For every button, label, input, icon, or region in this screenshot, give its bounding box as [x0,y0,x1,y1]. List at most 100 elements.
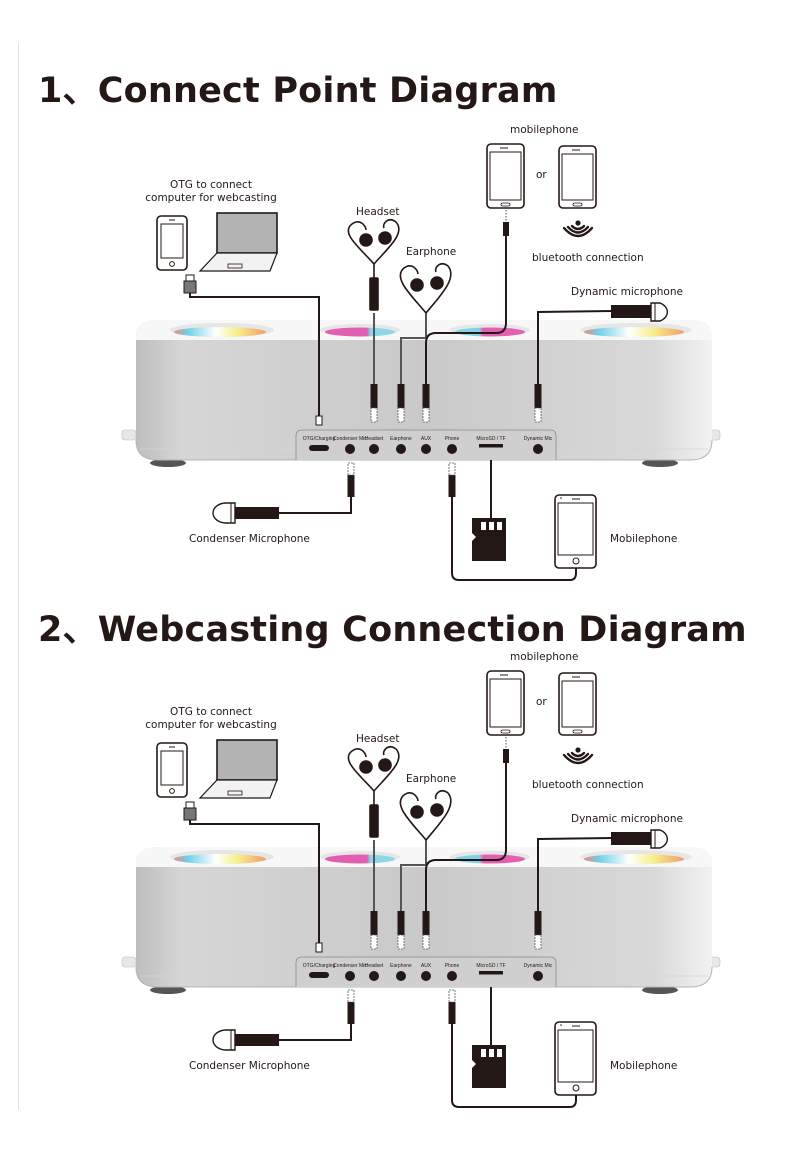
microsd-card-icon [472,518,506,561]
bluetooth-label: bluetooth connection [532,252,644,264]
section-title-connect-point: 1、Connect Point Diagram [38,71,558,111]
earphone-icon [399,263,452,314]
audio-jack-port [396,444,406,454]
audio-jack-port [369,444,379,454]
smartphone-icon [156,742,188,798]
led-ring-3 [450,324,530,337]
jack-plug [534,911,542,950]
jack-plug [422,384,430,423]
smartphone-icon [486,143,525,209]
earphone-label: Earphone [406,246,457,258]
otg-label-line1: OTG to connect [170,179,252,191]
smartphone-icon [558,145,597,209]
left-margin-rule [18,43,19,1110]
audio-jack-port [447,444,457,454]
laptop-icon [198,212,278,272]
audio-jack-port [421,971,431,981]
usb-c-port [309,972,329,978]
microphone-icon [611,829,669,849]
usb-plug-icon [183,801,197,821]
jack-plug [448,462,456,497]
led-ring-2 [320,324,400,337]
sd-card-slot [479,444,503,448]
port-label: Earphone [390,436,412,442]
audio-jack-port [533,971,543,981]
smartphone-icon [554,494,597,569]
port-label: Phone [445,963,460,969]
jack-plug [448,989,456,1024]
section-title-webcasting: 2、Webcasting Connection Diagram [38,610,747,650]
wireless-signal-icon [562,220,594,238]
headset-icon [347,219,400,311]
mobilephone-bottom-label: Mobilephone [610,533,678,545]
jack-plugs [315,384,542,497]
headset-label: Headset [356,206,400,218]
bluetooth-label: bluetooth connection [532,779,644,791]
microsd-card-icon [472,1045,506,1088]
port-label: Dynamic Mic [524,436,553,442]
otg-label-line2: computer for webcasting [145,719,277,731]
port-label: Dynamic Mic [524,963,553,969]
jack-plug [370,384,378,423]
led-ring-1 [170,323,274,337]
dynamic-mic-label: Dynamic microphone [571,286,683,298]
jack-plug [422,911,430,950]
audio-jack-port [533,444,543,454]
dynamic-mic-label: Dynamic microphone [571,813,683,825]
led-ring-2 [320,851,400,864]
jack-plug [397,911,405,950]
port-label: Condenser Mic [333,963,367,969]
aux-plug [503,737,509,763]
led-ring-4 [580,850,692,864]
port-label: Headset [365,963,384,969]
wireless-signal-icon [562,747,594,765]
audio-jack-port [447,971,457,981]
or-label: or [536,169,547,181]
audio-jack-port [345,444,355,454]
headset-label: Headset [356,733,400,745]
port-label: AUX [421,436,432,442]
usb-plug-icon [183,274,197,294]
port-label: MicroSD / TF [476,963,505,969]
led-ring-3 [450,851,530,864]
audio-jack-port [421,444,431,454]
condenser-mic-label: Condenser Microphone [189,1060,310,1072]
or-label: or [536,696,547,708]
microphone-icon [212,1029,279,1051]
port-label: Condenser Mic [333,436,367,442]
aux-plug [503,210,509,236]
jack-plug [347,989,355,1024]
smartphone-icon [554,1021,597,1096]
jack-plug [370,911,378,950]
earphone-label: Earphone [406,773,457,785]
port-label: AUX [421,963,432,969]
mobilephone-top-label: mobilephone [510,651,579,663]
laptop-icon [198,739,278,799]
jack-plugs [315,911,542,1024]
microphone-icon [212,502,279,524]
led-ring-1 [170,850,274,864]
port-label: OTG/Charging [303,963,336,969]
jack-plug [534,384,542,423]
mobilephone-bottom-label: Mobilephone [610,1060,678,1072]
earphone-icon [399,790,452,841]
smartphone-icon [486,670,525,736]
led-ring-4 [580,323,692,337]
condenser-mic-label: Condenser Microphone [189,533,310,545]
port-label: Earphone [390,963,412,969]
smartphone-icon [558,672,597,736]
mobilephone-top-label: mobilephone [510,124,579,136]
sd-card-slot [479,971,503,975]
port-label: OTG/Charging [303,436,336,442]
port-label: Phone [445,436,460,442]
port-label: Headset [365,436,384,442]
otg-label-line2: computer for webcasting [145,192,277,204]
audio-jack-port [369,971,379,981]
